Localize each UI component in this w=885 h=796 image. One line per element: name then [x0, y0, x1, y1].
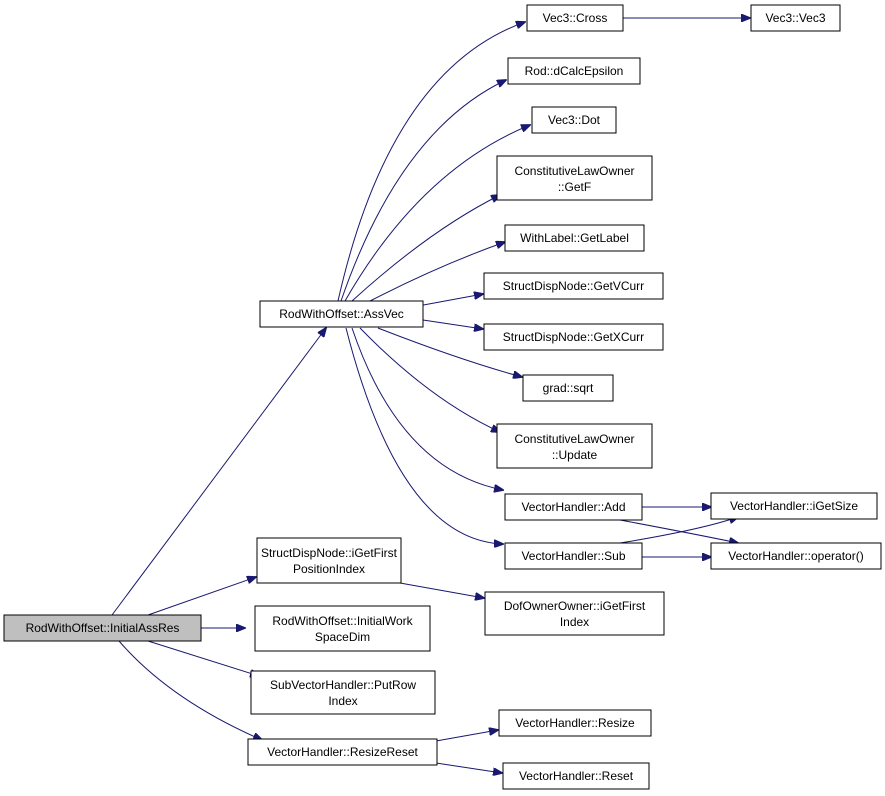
node-structdispnode-igetfirstpositionindex[interactable]: StructDispNode::iGetFirst PositionIndex: [256, 537, 402, 584]
node-constitutivelawowner-update[interactable]: ConstitutiveLawOwner ::Update: [496, 423, 653, 469]
edge-sub-igetsize: [619, 517, 738, 544]
node-structdispnode-getvcurr[interactable]: StructDispNode::GetVCurr: [483, 272, 664, 300]
node-constitutivelawowner-getf[interactable]: ConstitutiveLawOwner ::GetF: [496, 155, 653, 201]
edges: [111, 18, 750, 773]
edge-assvec-dcalc: [340, 80, 506, 302]
node-rodwithoffset-assvec[interactable]: RodWithOffset::AssVec: [259, 300, 424, 328]
node-label: VectorHandler::Sub: [521, 549, 625, 563]
edge-assvec-update: [359, 327, 500, 432]
node-vectorhandler-operator[interactable]: VectorHandler::operator(): [710, 542, 882, 570]
node-subvectorhandler-putrowindex[interactable]: SubVectorHandler::PutRow Index: [250, 670, 436, 715]
node-rod-dcalcepsilon[interactable]: Rod::dCalcEpsilon: [507, 57, 641, 85]
node-label-line2: ::Update: [552, 448, 598, 462]
node-label: grad::sqrt: [543, 381, 594, 395]
edge-assvec-cross: [337, 22, 525, 302]
node-label: Vec3::Vec3: [765, 11, 825, 25]
node-label-line2: SpaceDim: [315, 630, 370, 644]
node-rodwithoffset-initialworkspacedim[interactable]: RodWithOffset::InitialWork SpaceDim: [254, 605, 431, 652]
node-label: Vec3::Cross: [543, 11, 608, 25]
edge-assvec-add: [351, 327, 503, 490]
node-label: VectorHandler::iGetSize: [730, 499, 858, 513]
node-label: RodWithOffset::InitialAssRes: [26, 621, 180, 635]
node-label: Vec3::Dot: [548, 113, 601, 127]
edge-root-putrow: [147, 640, 259, 676]
edge-assvec-sub: [345, 327, 503, 544]
node-label: RodWithOffset::AssVec: [279, 307, 404, 321]
node-vectorhandler-resize[interactable]: VectorHandler::Resize: [498, 709, 652, 737]
node-vectorhandler-reset[interactable]: VectorHandler::Reset: [502, 762, 650, 790]
node-label: WithLabel::GetLabel: [520, 231, 629, 245]
node-grad-sqrt[interactable]: grad::sqrt: [522, 374, 614, 402]
node-vec3-cross[interactable]: Vec3::Cross: [526, 4, 624, 32]
node-label-line1: DofOwnerOwner::iGetFirst: [504, 599, 646, 613]
edge-assvec-getxcurr: [422, 319, 483, 329]
node-label-line1: RodWithOffset::InitialWork: [272, 614, 413, 628]
node-label-line2: Index: [328, 694, 357, 708]
edge-assvec-sqrt: [377, 327, 522, 377]
node-vectorhandler-igetsize[interactable]: VectorHandler::iGetSize: [710, 492, 878, 520]
node-dofownerowner-igetfirstindex[interactable]: DofOwnerOwner::iGetFirst Index: [484, 591, 665, 636]
edge-add-operator: [619, 519, 738, 543]
node-vec3-dot[interactable]: Vec3::Dot: [531, 106, 617, 134]
node-label: VectorHandler::ResizeReset: [267, 745, 418, 759]
node-label-line2: PositionIndex: [293, 562, 365, 576]
edge-root-igetfirstpos: [147, 577, 256, 616]
node-label: VectorHandler::operator(): [728, 549, 863, 563]
node-label-line2: ::GetF: [558, 180, 591, 194]
node-label: VectorHandler::Resize: [515, 716, 635, 730]
edge-root-resizereset: [118, 640, 262, 740]
edge-assvec-getvcurr: [417, 294, 483, 307]
node-vectorhandler-resizereset[interactable]: VectorHandler::ResizeReset: [247, 738, 438, 766]
node-label-line1: ConstitutiveLawOwner: [514, 164, 634, 178]
node-vectorhandler-add[interactable]: VectorHandler::Add: [504, 493, 643, 521]
node-label-line2: Index: [560, 615, 589, 629]
node-vectorhandler-sub[interactable]: VectorHandler::Sub: [504, 542, 643, 570]
node-label-line1: StructDispNode::iGetFirst: [261, 546, 398, 560]
node-rodwithoffset-initialassres[interactable]: RodWithOffset::InitialAssRes: [3, 614, 202, 642]
edge-assvec-getf: [351, 195, 500, 302]
node-label: VectorHandler::Reset: [519, 769, 634, 783]
node-withlabel-getlabel[interactable]: WithLabel::GetLabel: [504, 224, 645, 252]
edge-assvec-dot: [344, 125, 530, 302]
node-label-line1: SubVectorHandler::PutRow: [270, 678, 416, 692]
edge-resizereset-resize: [435, 730, 498, 742]
node-label: StructDispNode::GetVCurr: [503, 279, 644, 293]
edge-root-assvec: [111, 328, 326, 616]
node-label: VectorHandler::Add: [521, 500, 625, 514]
node-vec3-vec3[interactable]: Vec3::Vec3: [750, 4, 841, 32]
node-label: Rod::dCalcEpsilon: [525, 64, 624, 78]
node-label: StructDispNode::GetXCurr: [503, 330, 644, 344]
edge-igetfirstpos-dofowner: [399, 582, 484, 598]
edge-assvec-getlabel: [369, 242, 505, 302]
node-structdispnode-getxcurr[interactable]: StructDispNode::GetXCurr: [483, 323, 664, 351]
node-label-line1: ConstitutiveLawOwner: [514, 432, 634, 446]
edge-resizereset-reset: [435, 762, 502, 773]
